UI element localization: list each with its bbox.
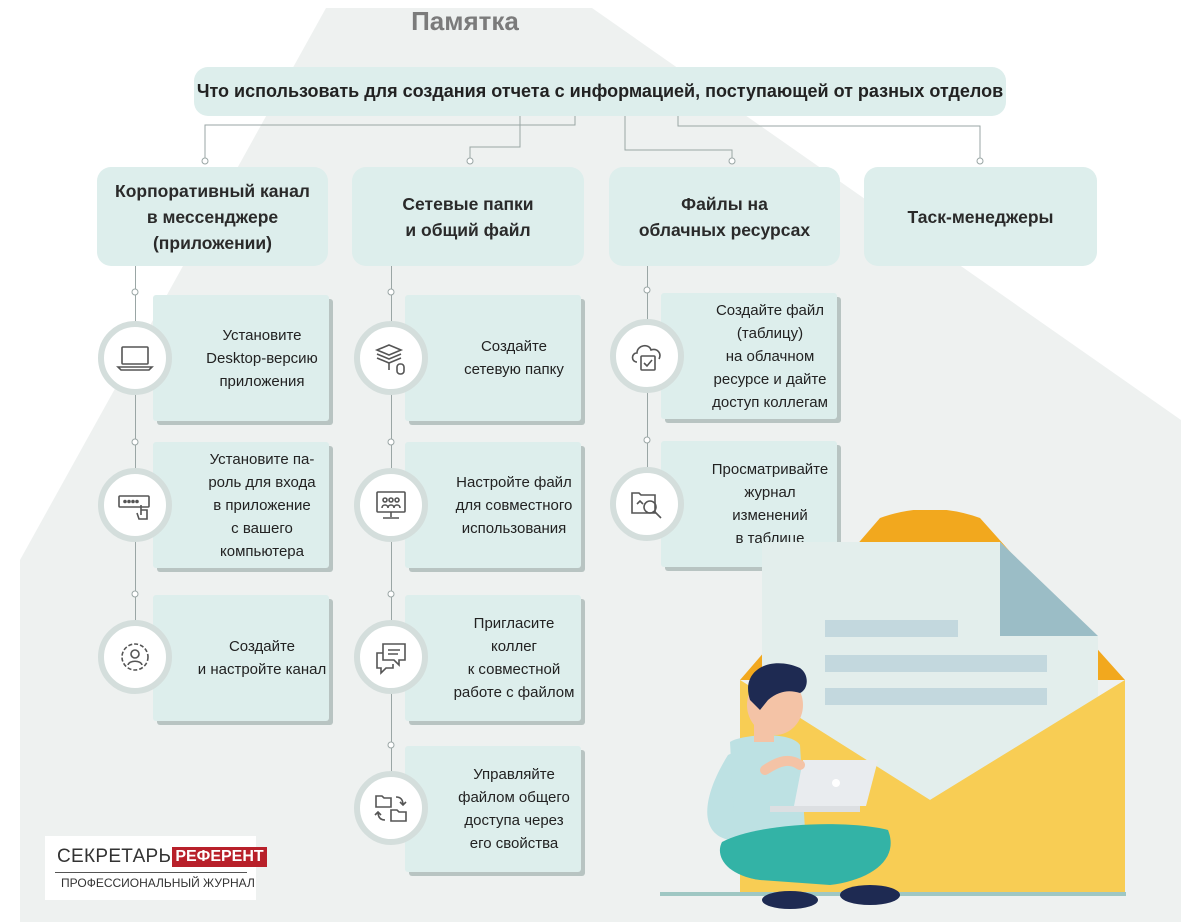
- logo-name-part2: РЕФЕРЕНТ: [172, 847, 266, 867]
- folder-sync-icon: [354, 771, 428, 845]
- step-connector-dots: [0, 0, 700, 922]
- person-with-envelope-illustration: [650, 510, 1150, 922]
- cloud-check-icon: [610, 319, 684, 393]
- logo-subtitle: ПРОФЕССИОНАЛЬНЫЙ ЖУРНАЛ: [61, 876, 255, 890]
- password-entry-icon: [98, 468, 172, 542]
- shared-screen-icon: [354, 468, 428, 542]
- publisher-logo: СЕКРЕТАРЬ РЕФЕРЕНТ ПРОФЕССИОНАЛЬНЫЙ ЖУРН…: [45, 836, 256, 900]
- header-task-managers: Таск-менеджеры: [864, 167, 1097, 266]
- user-gear-icon: [98, 620, 172, 694]
- logo-divider: [55, 872, 247, 873]
- folder-search-icon: [610, 467, 684, 541]
- chat-bubbles-icon: [354, 620, 428, 694]
- logo-name-part1: СЕКРЕТАРЬ: [57, 846, 171, 868]
- network-folder-icon: [354, 321, 428, 395]
- laptop-icon: [98, 321, 172, 395]
